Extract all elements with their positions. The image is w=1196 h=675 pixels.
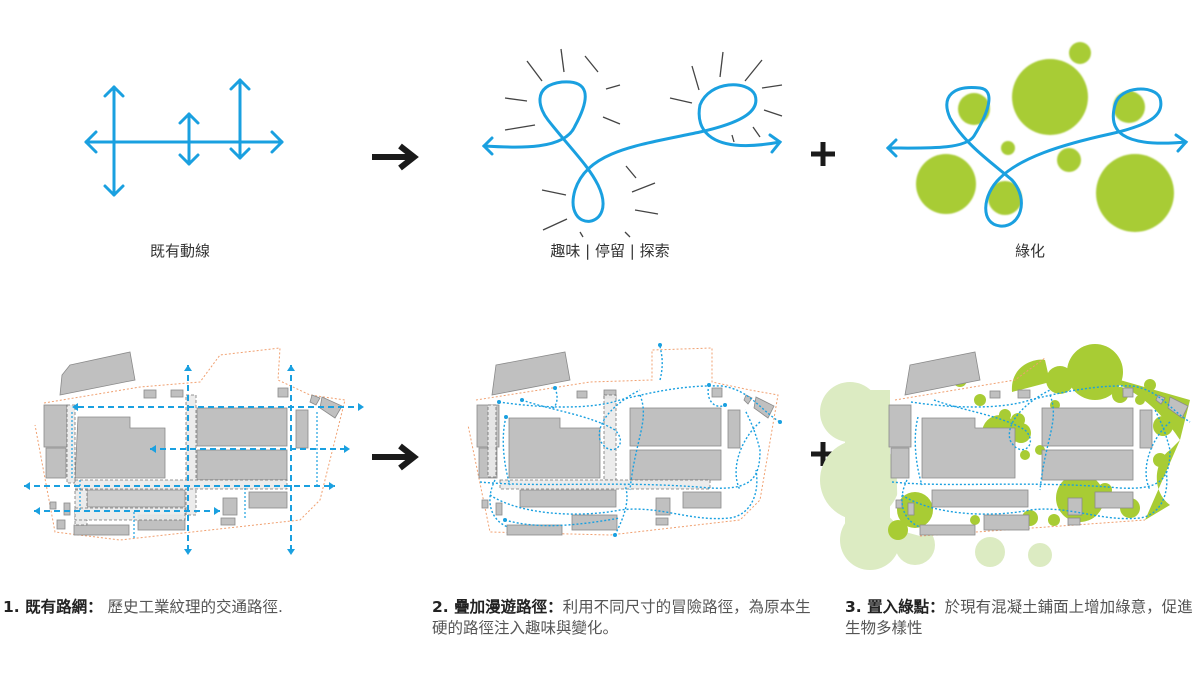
panel-label-greening: 綠化 xyxy=(1014,242,1045,260)
arrow-right-icon xyxy=(372,143,419,171)
caption-title: 3. 置入綠點： xyxy=(845,598,945,616)
caption-body: 歷史工業紋理的交通路徑. xyxy=(102,598,283,616)
caption-meandering-paths: 2. 疊加漫遊路徑：利用不同尺寸的冒險路徑，為原本生硬的路徑注入趣味與變化。 xyxy=(432,597,812,639)
caption-body: 於現有混凝土鋪面上增加綠意，促進生物多樣性 xyxy=(845,598,1193,637)
caption-body: 利用不同尺寸的冒險路徑，為原本生硬的路徑注入趣味與變化。 xyxy=(432,598,811,637)
plus-icon xyxy=(811,142,835,166)
arrow-right-icon xyxy=(372,443,419,471)
caption-existing-network: 1. 既有路網： 歷史工業紋理的交通路徑. xyxy=(3,597,363,618)
caption-green-points: 3. 置入綠點：於現有混凝土鋪面上增加綠意，促進生物多樣性 xyxy=(845,597,1195,639)
panel-label-playful-stay-explore: 趣味 | 停留 | 探索 xyxy=(550,242,670,260)
panel-label-existing-circulation: 既有動線 xyxy=(149,242,210,260)
caption-title: 2. 疊加漫遊路徑： xyxy=(432,598,563,616)
caption-title: 1. 既有路網： xyxy=(3,598,103,616)
site-plan-meandering-paths xyxy=(467,343,782,537)
greening-diagram xyxy=(885,42,1189,232)
playful-loops-diagram xyxy=(481,48,783,238)
site-plan-existing-network xyxy=(24,347,364,555)
existing-circulation-diagram xyxy=(84,78,284,197)
site-plan-green-points xyxy=(820,344,1191,570)
